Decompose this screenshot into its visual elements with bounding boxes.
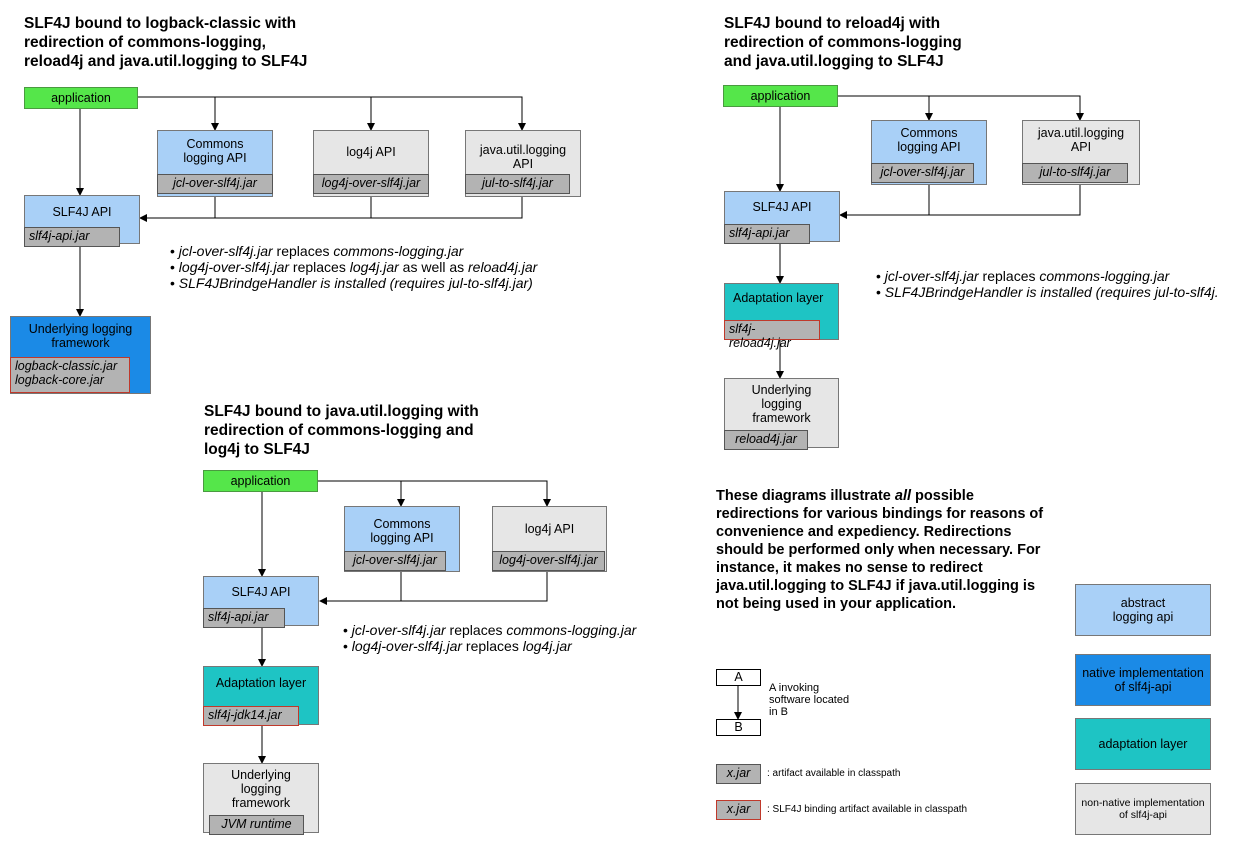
diagram2-jcl-over-slf4j-jar: jcl-over-slf4j.jar [871, 163, 974, 183]
log4j-api-label: log4j API [524, 522, 575, 536]
framework-label: Underlying logging framework [751, 383, 812, 425]
diagram3-jcl-over-slf4j-jar: jcl-over-slf4j.jar [344, 551, 446, 571]
key-jar: x.jar [716, 764, 761, 784]
key-jar-desc: : artifact available in classpath [767, 768, 901, 779]
diagram3-log4j-over-slf4j-jar: log4j-over-slf4j.jar [492, 551, 605, 571]
application-label: application [230, 474, 291, 488]
key-invoking-text: A invoking software located in B [769, 682, 850, 718]
slf4j-api-label: SLF4J API [752, 200, 812, 214]
legend-adaptation-layer: adaptation layer [1075, 718, 1211, 770]
framework-label: Underlying logging framework [28, 322, 133, 350]
explanation-text: These diagrams illustrate all possible r… [716, 488, 1044, 612]
commons-logging-label: Commons logging API [183, 137, 247, 165]
diagram1-application-box: application [24, 87, 138, 109]
log4j-api-label: log4j API [346, 145, 396, 159]
slf4j-api-label: SLF4J API [52, 205, 112, 219]
diagram3-title: SLF4J bound to java.util.logging with re… [204, 403, 479, 458]
adaptation-label: Adaptation layer [215, 676, 307, 690]
diagram3-note-jcl: jcl-over-slf4j.jar replaces commons-logg… [343, 622, 637, 638]
diagram1-jul-to-slf4j-jar: jul-to-slf4j.jar [465, 174, 570, 194]
diagram3-notes: jcl-over-slf4j.jar replaces commons-logg… [343, 622, 637, 654]
key-binding-desc: : SLF4J binding artifact available in cl… [767, 804, 968, 815]
diagram3-jvm-runtime: JVM runtime [209, 815, 304, 835]
legend-native-impl: native implementation of slf4j-api [1075, 654, 1211, 706]
key-box-a: A [716, 669, 761, 686]
legend-abstract-api: abstract logging api [1075, 584, 1211, 636]
commons-logging-label: Commons logging API [370, 517, 434, 545]
diagram3-application-box: application [203, 470, 318, 492]
diagram3-note-log4j: log4j-over-slf4j.jar replaces log4j.jar [343, 638, 636, 654]
diagram2-reload4j-jar: reload4j.jar [724, 430, 808, 450]
framework-label: Underlying logging framework [231, 768, 291, 810]
commons-logging-label: Commons logging API [897, 126, 961, 154]
diagram2-notes: jcl-over-slf4j.jar replaces commons-logg… [876, 268, 1219, 300]
diagram2-slf4j-reload4j-jar: slf4j-reload4j.jar [724, 320, 820, 350]
diagram2-application-box: application [723, 85, 838, 107]
jul-api-label: java.util.logging API [479, 143, 567, 171]
diagram2-title: SLF4J bound to reload4j with redirection… [724, 15, 962, 70]
diagram2-note-jcl: jcl-over-slf4j.jar replaces commons-logg… [876, 268, 1219, 284]
diagram2-slf4j-api-jar: slf4j-api.jar [724, 224, 810, 244]
key-box-b: B [716, 719, 761, 736]
diagram1-jcl-over-slf4j-jar: jcl-over-slf4j.jar [157, 174, 273, 194]
application-label: application [51, 91, 111, 105]
diagram1-note-log4j: log4j-over-slf4j.jar replaces log4j.jar … [170, 259, 537, 275]
diagram1-slf4j-api-jar: slf4j-api.jar [24, 227, 120, 247]
diagram2-jul-to-slf4j-jar: jul-to-slf4j.jar [1022, 163, 1128, 183]
slf4j-api-label: SLF4J API [231, 585, 291, 599]
diagram3-slf4j-api-jar: slf4j-api.jar [203, 608, 285, 628]
jul-api-label: java.util.logging API [1037, 126, 1125, 154]
adaptation-label: Adaptation layer [733, 291, 824, 305]
diagram1-note-bridge: SLF4JBrindgeHandler is installed (requir… [170, 275, 537, 291]
diagram1-notes: jcl-over-slf4j.jar replaces commons-logg… [170, 243, 537, 291]
diagram2-note-bridge: SLF4JBrindgeHandler is installed (requir… [876, 284, 1219, 300]
key-binding-jar: x.jar [716, 800, 761, 820]
legend-non-native-impl: non-native implementation of slf4j-api [1075, 783, 1211, 835]
diagram1-log4j-over-slf4j-jar: log4j-over-slf4j.jar [313, 174, 429, 194]
diagram1-title: SLF4J bound to logback-classic with redi… [24, 15, 308, 70]
diagram3-slf4j-jdk14-jar: slf4j-jdk14.jar [203, 706, 299, 726]
diagram1-note-jcl: jcl-over-slf4j.jar replaces commons-logg… [170, 243, 537, 259]
application-label: application [750, 89, 811, 103]
diagram1-logback-jars: logback-classic.jar logback-core.jar [10, 357, 130, 393]
